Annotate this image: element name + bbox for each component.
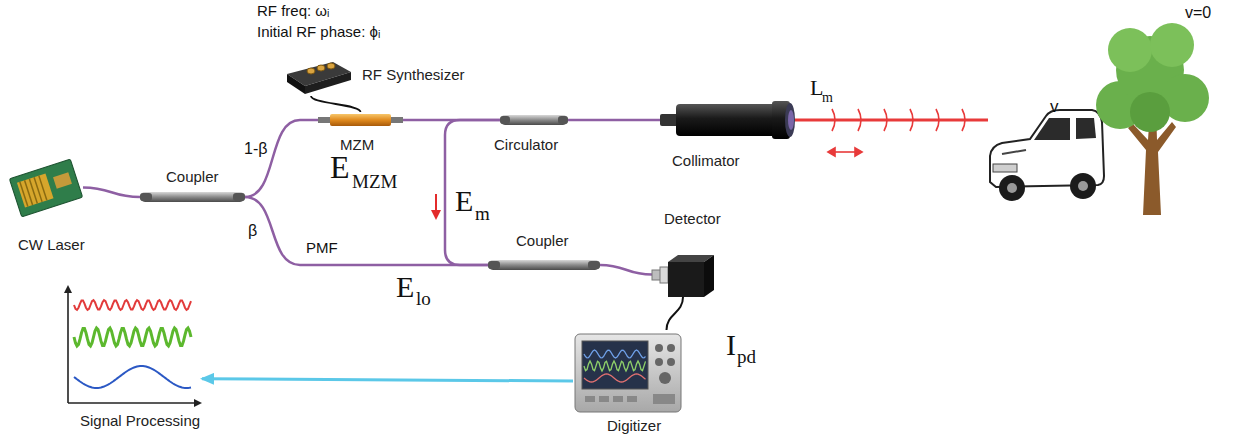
photodetector: Detector [652, 252, 714, 297]
modulator: MZM [318, 112, 403, 128]
optical-fiber [83, 188, 140, 198]
round-trip-arrow [828, 148, 862, 156]
component-label: Circulator [494, 136, 558, 153]
field-symbol: E [455, 184, 473, 217]
digitizer: Digitizer [573, 330, 683, 415]
fiber-coupler-icon [140, 189, 245, 205]
field-symbol: E [330, 150, 350, 185]
field-subscript: m [475, 204, 490, 225]
circulator: Circulator [500, 112, 568, 128]
photodetector-icon [652, 252, 714, 297]
fiber-coupler-icon [488, 257, 600, 273]
optical-fiber [568, 119, 660, 122]
fiber-coupler: Coupler [488, 257, 600, 273]
electrical-cable [311, 96, 361, 112]
optical-fiber [245, 197, 488, 265]
circulator-icon [500, 112, 568, 128]
optical-fiber [600, 265, 652, 275]
modulator-icon [318, 112, 403, 128]
parameter-text: RF freq: ωᵢ [257, 3, 329, 20]
fiber-coupler: Coupler [140, 189, 245, 205]
velocity-label: v=0 [1185, 4, 1211, 22]
collimator: Collimator [660, 100, 795, 140]
car-illustration [990, 110, 1104, 201]
field-symbol: E [396, 270, 414, 303]
field-subscript: MZM [352, 172, 397, 193]
component-label: Detector [664, 210, 721, 227]
signal-plot: Signal Processing [62, 285, 202, 410]
current-subscript: pd [737, 347, 756, 368]
edge-label: PMF [306, 240, 338, 257]
laser-chip-icon [8, 150, 83, 225]
laser-beam [795, 109, 988, 131]
velocity-label: v [1050, 98, 1059, 117]
tree-illustration [1096, 23, 1209, 215]
signal-direction-arrow [431, 194, 441, 220]
component-label: CW Laser [18, 236, 85, 253]
field-subscript: lo [416, 289, 431, 310]
rf-synthesizer: RF Synthesizer [283, 58, 353, 96]
parameter-text: Initial RF phase: ϕᵢ [257, 24, 380, 41]
optical-fiber [245, 120, 318, 197]
signal-plot-icon [62, 285, 202, 410]
edge-label: 1-β [244, 140, 267, 158]
laser-chip: CW Laser [8, 150, 83, 225]
split-ratio: β [248, 222, 257, 240]
data-flow-arrow [202, 379, 573, 381]
component-label: Digitizer [607, 417, 661, 434]
component-label: Coupler [166, 168, 219, 185]
rf-synthesizer-icon [283, 58, 353, 96]
optical-fiber [445, 120, 500, 265]
electrical-cable [667, 297, 684, 330]
distance-symbol: L [810, 76, 823, 100]
component-label: Collimator [672, 152, 740, 169]
component-label: Signal Processing [80, 412, 200, 429]
collimator-icon [660, 100, 795, 140]
component-label: RF Synthesizer [362, 66, 465, 83]
current-symbol: I [726, 328, 736, 361]
distance-subscript: m [822, 90, 833, 105]
component-label: Coupler [516, 232, 569, 249]
digitizer-icon [573, 330, 683, 415]
